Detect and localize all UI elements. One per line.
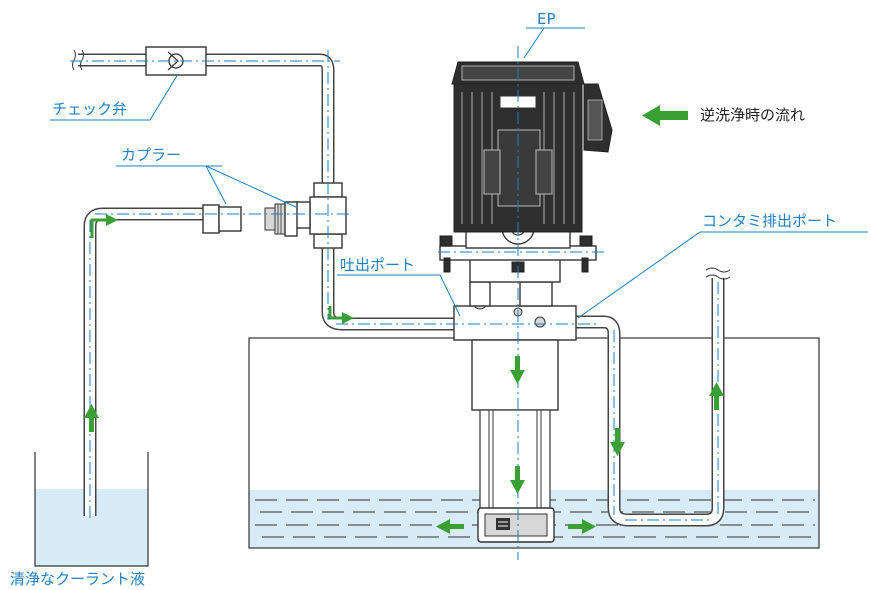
motor-icon <box>439 61 613 283</box>
green-arrow-icon <box>84 404 99 418</box>
backwash-flow-label: 逆洗浄時の流れ <box>700 106 805 124</box>
green-arrow-icon <box>510 480 525 494</box>
ep-label: EP <box>537 10 556 28</box>
green-arrow-icon <box>709 382 724 396</box>
green-arrow-icon <box>582 519 596 534</box>
green-arrow-icon <box>510 370 525 384</box>
tee-fitting <box>295 182 347 249</box>
coupler-label: カプラー <box>121 146 181 164</box>
legend-arrow-icon <box>642 105 660 126</box>
green-arrow-icon <box>436 519 450 534</box>
clean-coolant-label: 清浄なクーラント液 <box>10 570 145 588</box>
discharge-port-label: 吐出ポート <box>340 256 415 274</box>
green-arrow-icon <box>342 312 354 324</box>
center-lines <box>70 46 719 560</box>
coupler-icon <box>202 201 298 237</box>
pump-icon <box>453 281 577 543</box>
green-arrow-icon <box>610 442 625 456</box>
check-valve-label: チェック弁 <box>52 100 127 118</box>
leader-lines <box>50 27 868 319</box>
piping <box>72 49 731 527</box>
green-arrow-icon <box>106 214 118 226</box>
contamination-port-label: コンタミ排出ポート <box>702 212 837 230</box>
flow-arrows <box>84 105 724 534</box>
